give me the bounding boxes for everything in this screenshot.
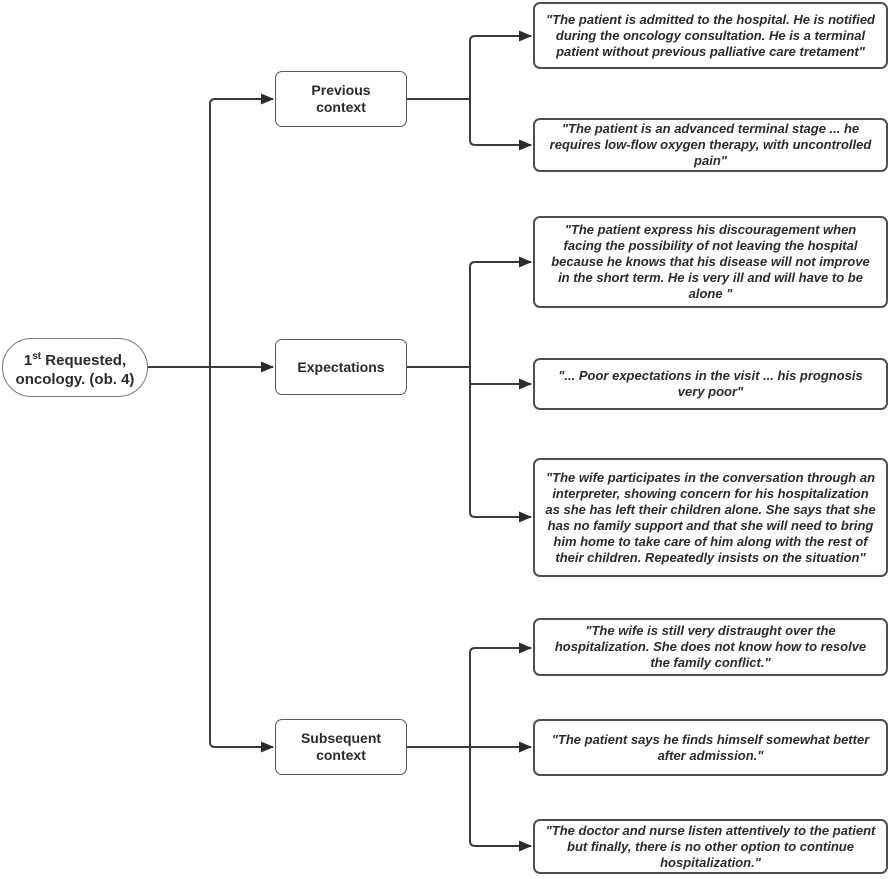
quote-box-advanced-terminal-stage: "The patient is an advanced terminal sta… [533,118,888,172]
quote-box-discouragement: "The patient express his discouragement … [533,216,888,308]
quote-text: "... Poor expectations in the visit ... … [558,368,863,399]
quote-box-patient-better: "The patient says he finds himself somew… [533,719,888,776]
quote-text: "The doctor and nurse listen attentively… [545,822,876,870]
quote-text: "The patient express his discouragement … [551,222,870,301]
category-label: Previous context [311,82,371,115]
quote-text: "The patient is an advanced terminal sta… [549,121,872,168]
quote-box-wife-distraught: "The wife is still very distraught over … [533,618,888,676]
quote-box-admitted-hospital: "The patient is admitted to the hospital… [533,2,888,69]
category-label: Expectations [297,358,385,375]
quote-box-poor-expectations: "... Poor expectations in the visit ... … [533,358,888,410]
category-box-subsequent-context: Subsequent context [275,719,407,775]
quote-text: "The patient says he finds himself somew… [551,731,870,763]
quote-box-wife-interpreter: "The wife participates in the conversati… [533,458,888,577]
root-node-line2: oncology. (ob. 4) [15,370,135,388]
quote-text: "The wife participates in the conversati… [545,469,876,565]
category-box-previous-context: Previous context [275,71,407,127]
root-node-line1: 1st Requested, [23,350,127,369]
ordinal-superscript: st [32,350,42,362]
quote-text: "The patient is admitted to the hospital… [545,11,876,59]
quote-text: "The wife is still very distraught over … [554,623,867,670]
root-node: 1st Requested, oncology. (ob. 4) [2,338,148,397]
quote-box-doctor-nurse-listen: "The doctor and nurse listen attentively… [533,819,888,874]
category-box-expectations: Expectations [275,339,407,395]
category-label: Subsequent context [300,730,382,763]
